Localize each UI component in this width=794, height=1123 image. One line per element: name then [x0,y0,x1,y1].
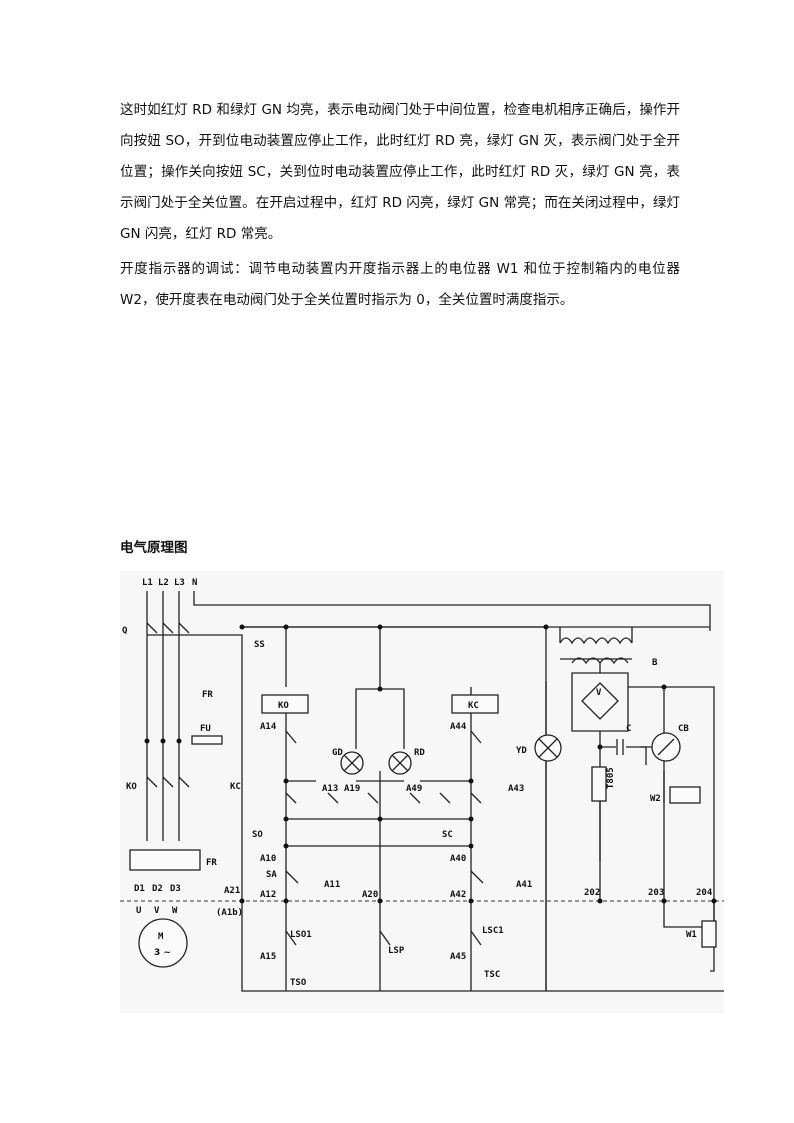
label-sc: SC [442,830,453,840]
label-a49: A49 [406,784,422,794]
motor-m [138,918,188,968]
label-d1: D1 [134,884,145,894]
label-kc-coil: KC [468,701,479,711]
schematic-labels: L1 L2 L3 N Q SS FR FU KO KC FR D1 D2 D3 … [122,578,713,988]
label-motor-m: M [158,932,164,942]
label-sa: SA [266,870,277,880]
label-c: C [626,724,631,734]
label-a43: A43 [508,784,524,794]
label-a42: A42 [450,890,466,900]
label-w1: W1 [686,930,697,940]
label-a11: A11 [324,880,340,890]
w1-box [701,920,717,948]
label-fr-coil: FR [202,690,213,700]
label-a41: A41 [516,880,532,890]
label-a10: A10 [260,854,276,864]
label-a20: A20 [362,890,378,900]
label-v: V [154,906,160,916]
label-rd: RD [414,748,425,758]
label-a40: A40 [450,854,466,864]
label-l1: L1 [142,578,153,588]
label-gd: GD [332,748,343,758]
label-tso: TSO [290,978,307,988]
label-w: W [172,906,178,916]
label-203: 203 [648,888,664,898]
label-t805: T805 [606,767,616,789]
label-b: B [652,658,658,668]
label-a12: A12 [260,890,276,900]
label-n: N [192,578,197,588]
label-a21b: (A1b) [216,908,243,918]
label-l2: L2 [158,578,169,588]
label-yd: YD [516,746,527,756]
label-202: 202 [584,888,600,898]
label-motor-3ph: 3 ~ [154,948,171,958]
label-l3: L3 [174,578,185,588]
label-lsp: LSP [388,946,405,956]
w2-box [669,786,701,804]
label-fr-relay: FR [206,858,217,868]
label-so: SO [252,830,263,840]
electrical-schematic: L1 L2 L3 N Q SS FR FU KO KC FR D1 D2 D3 … [120,571,724,1013]
label-d2: D2 [152,884,163,894]
label-a21: A21 [224,886,240,896]
label-a15: A15 [260,952,276,962]
thermal-relay-fr [129,849,201,871]
label-lso1: LSO1 [290,930,312,940]
t805-box [591,766,607,802]
fuse-fu [191,735,223,745]
label-kc-main: KC [230,782,241,792]
label-v-bridge: V [596,688,602,698]
label-ko-coil: KO [278,701,289,711]
paragraph-opening-indicator: 开度指示器的调试：调节电动装置内开度指示器上的电位器 W1 和位于控制箱内的电位… [120,261,680,308]
junction-dots [144,624,717,904]
label-a44: A44 [450,722,467,732]
kc-coil-box [451,694,499,714]
label-cb: CB [678,724,689,734]
label-lsc1: LSC1 [482,926,504,936]
ko-coil-box [261,694,309,714]
label-tsc: TSC [484,970,500,980]
label-q: Q [122,626,128,636]
paragraph-indicator-lights: 这时如红灯 RD 和绿灯 GN 均亮，表示电动阀门处于中间位置，检查电机相序正确… [120,102,680,242]
diagram-heading: 电气原理图 [120,540,188,556]
label-a45: A45 [450,952,466,962]
label-ss: SS [254,640,265,650]
label-ko-main: KO [126,782,137,792]
label-w2: W2 [650,794,661,804]
label-204: 204 [696,888,713,898]
label-d3: D3 [170,884,181,894]
schematic-components [129,622,717,968]
label-u: U [136,906,141,916]
label-a13: A13 [322,784,338,794]
label-a19: A19 [344,784,360,794]
label-a14: A14 [260,722,277,732]
label-fu: FU [200,724,211,734]
